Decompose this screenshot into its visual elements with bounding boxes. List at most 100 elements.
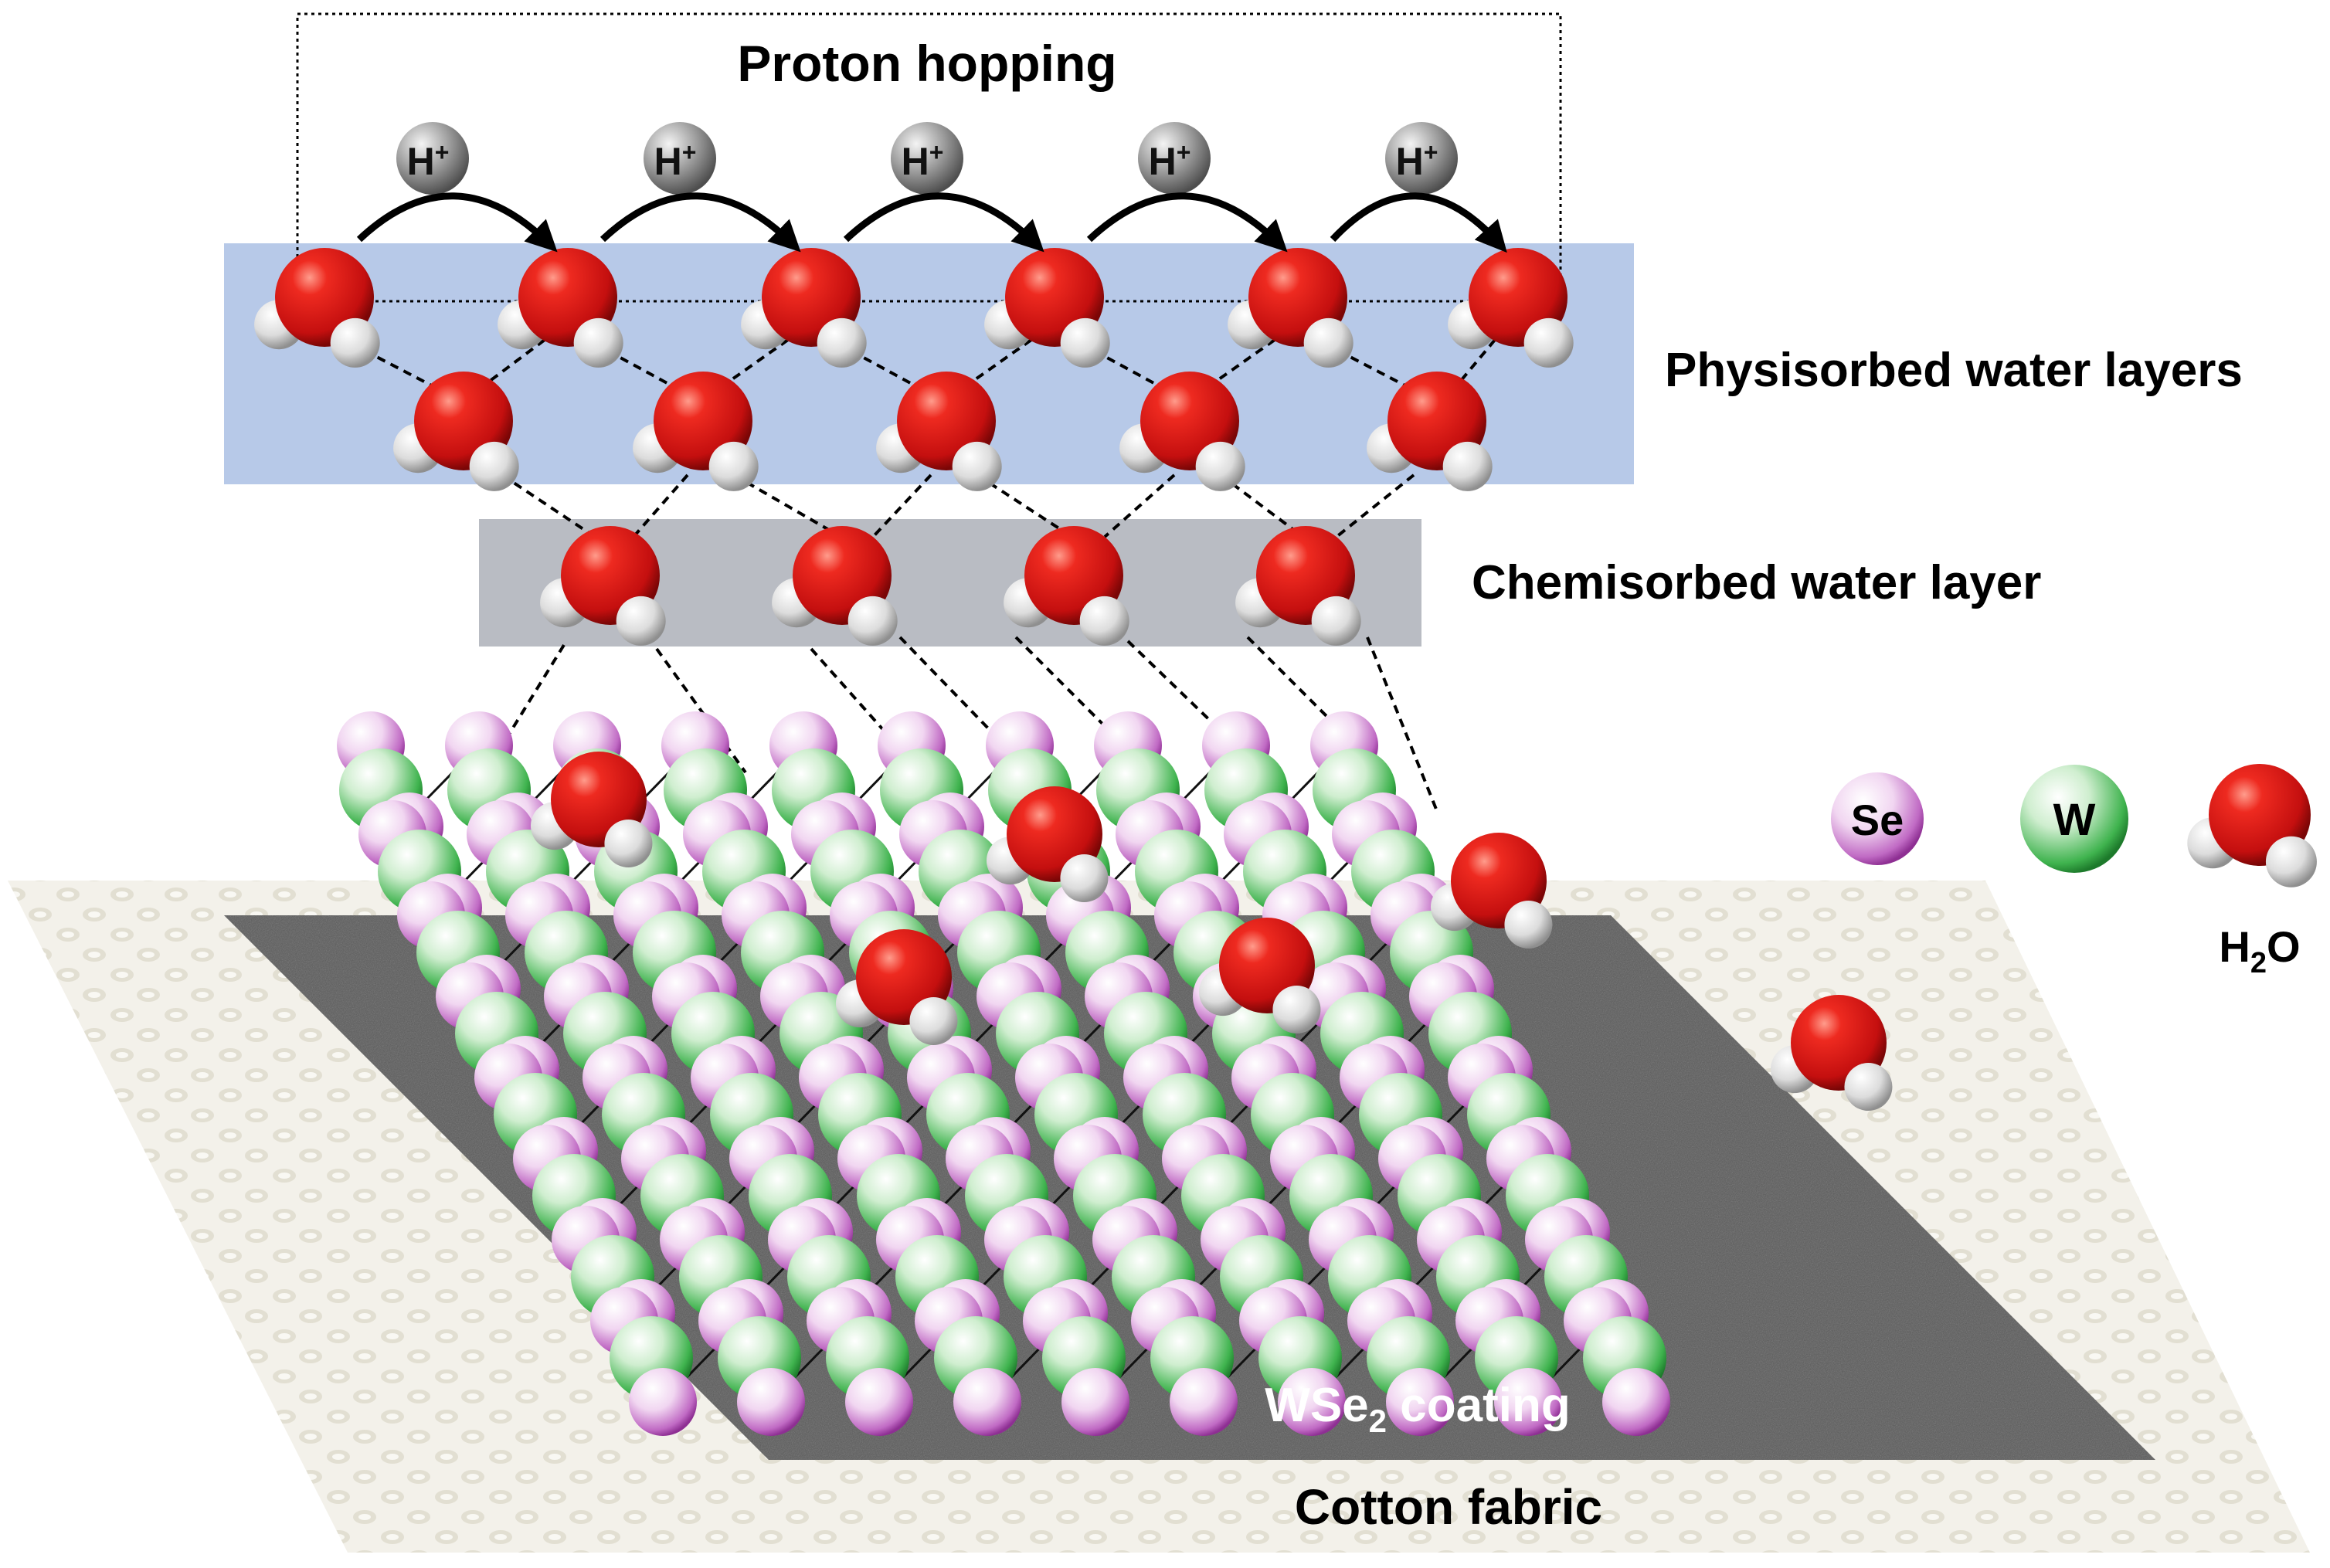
proton-sphere — [1138, 122, 1211, 195]
hydrogen-atom — [1060, 854, 1109, 903]
hydrogen-atom — [847, 596, 898, 646]
legend-w-atom — [2020, 765, 2128, 873]
se-atom-bottom — [1494, 1368, 1562, 1436]
hydrogen-atom — [909, 997, 958, 1046]
proton-hop: H+ — [599, 122, 801, 253]
surface-water-molecule — [1430, 833, 1553, 949]
proton-hopping-box — [296, 12, 1562, 303]
se-atom-bottom — [953, 1368, 1021, 1436]
hydrogen-atom — [1303, 317, 1354, 368]
chemisorbed-water-molecule — [540, 526, 666, 646]
proton-sphere — [644, 122, 716, 195]
hydrogen-atom — [952, 441, 1002, 491]
surface-water-molecule — [1198, 918, 1321, 1034]
cotton-fabric-label: Cotton fabric — [1295, 1479, 1602, 1535]
chemisorbed-water-molecule — [1004, 526, 1129, 646]
hydrogen-bond — [1103, 473, 1176, 538]
se-atom-bottom — [737, 1368, 805, 1436]
hydrogen-atom — [708, 441, 759, 491]
physisorbed-water-molecule — [1119, 372, 1245, 491]
hydrogen-atom — [1060, 317, 1110, 368]
physisorbed-water-molecule — [393, 372, 519, 491]
legend-water-label: H2O — [2219, 922, 2300, 979]
adsorbed-water-molecules — [254, 248, 1574, 646]
legend-se-atom — [1831, 772, 1924, 865]
hydrogen-bond — [733, 473, 835, 535]
se-atom-bottom — [1386, 1368, 1454, 1436]
hydrogen-bond — [1014, 636, 1129, 751]
se-atom-bottom — [629, 1368, 697, 1436]
proton-hopping-row: H+ H+ H+ H+ H+ — [356, 122, 1507, 253]
surface-water-molecule — [1770, 995, 1893, 1112]
physisorbed-water-molecule — [984, 248, 1110, 368]
proton-hop: H+ — [356, 122, 558, 253]
proton-hop: H+ — [1330, 122, 1507, 253]
physisorbed-label: Physisorbed water layers — [1665, 344, 2243, 397]
hydrogen-atom — [1844, 1063, 1893, 1112]
proton-label: H+ — [1396, 138, 1438, 183]
surface-water-molecule — [530, 752, 653, 868]
surface-water-molecules — [530, 752, 1893, 1112]
se-atom-bottom — [1170, 1368, 1238, 1436]
hydrogen-atom — [573, 317, 623, 368]
hydrogen-atom — [1079, 596, 1129, 646]
hydrogen-bond — [1455, 338, 1496, 388]
hydrogen-atom — [469, 441, 519, 491]
physisorbed-water-molecule — [498, 248, 623, 368]
hydrogen-bond — [1207, 338, 1276, 388]
legend-w-label: W — [2053, 795, 2096, 845]
se-atom-bottom — [1602, 1368, 1670, 1436]
hydrogen-atom — [1272, 986, 1321, 1034]
surface-water-molecule — [986, 786, 1109, 903]
hydrogen-bond — [1366, 636, 1438, 812]
physisorbed-water-molecule — [1367, 372, 1493, 491]
se-atom-bottom — [1061, 1368, 1129, 1436]
physisorbed-water-molecule — [876, 372, 1002, 491]
legend-se-label: Se — [1851, 796, 1904, 844]
hydrogen-atom — [330, 317, 380, 368]
hydrogen-atom — [616, 596, 666, 646]
proton-label: H+ — [654, 138, 697, 183]
hydrogen-bond — [721, 338, 790, 388]
chemisorbed-water-molecule — [772, 526, 898, 646]
hydrogen-atom — [1504, 901, 1553, 949]
physisorbed-water-molecule — [633, 372, 759, 491]
chemisorbed-label: Chemisorbed water layer — [1472, 556, 2041, 609]
hydrogen-atom — [1523, 317, 1574, 368]
lattice-atoms — [337, 711, 1670, 1436]
proton-sphere — [1385, 122, 1458, 195]
proton-sphere — [396, 122, 469, 195]
proton-label: H+ — [407, 138, 450, 183]
hydrogen-bond — [964, 338, 1033, 388]
hop-arrow — [356, 192, 558, 253]
hydrogen-atom — [1195, 441, 1245, 491]
physisorbed-water-molecule — [741, 248, 867, 368]
chemisorbed-water-molecule — [1235, 526, 1361, 646]
hydrogen-bond — [501, 473, 596, 538]
legend-water-icon — [2187, 764, 2317, 888]
proton-hop: H+ — [843, 122, 1044, 253]
se-atom-bottom — [1278, 1368, 1346, 1436]
hop-arrow — [843, 192, 1044, 253]
physisorbed-water-molecule — [1448, 248, 1574, 368]
hydrogen-atom — [1311, 596, 1361, 646]
proton-hopping-label: Proton hopping — [737, 35, 1116, 92]
hydrogen-bond — [1335, 473, 1415, 538]
hop-arrow — [599, 192, 801, 253]
wse2-coating-label: WSe2 coating — [1265, 1379, 1570, 1439]
surface-water-molecule — [835, 929, 958, 1046]
hydrogen-bond — [501, 643, 566, 747]
hydrogen-atom — [1442, 441, 1493, 491]
hydrogen-atom — [604, 820, 653, 868]
proton-label: H+ — [1149, 138, 1191, 183]
hop-arrow — [1330, 192, 1507, 253]
legend-water-molecule — [2187, 764, 2317, 888]
proton-label: H+ — [902, 138, 944, 183]
hydrogen-bond — [481, 338, 546, 388]
proton-hop: H+ — [1086, 122, 1288, 253]
physisorbed-water-molecule — [1228, 248, 1354, 368]
physisorbed-water-molecule — [254, 248, 380, 368]
hydrogen-bond — [655, 647, 747, 774]
